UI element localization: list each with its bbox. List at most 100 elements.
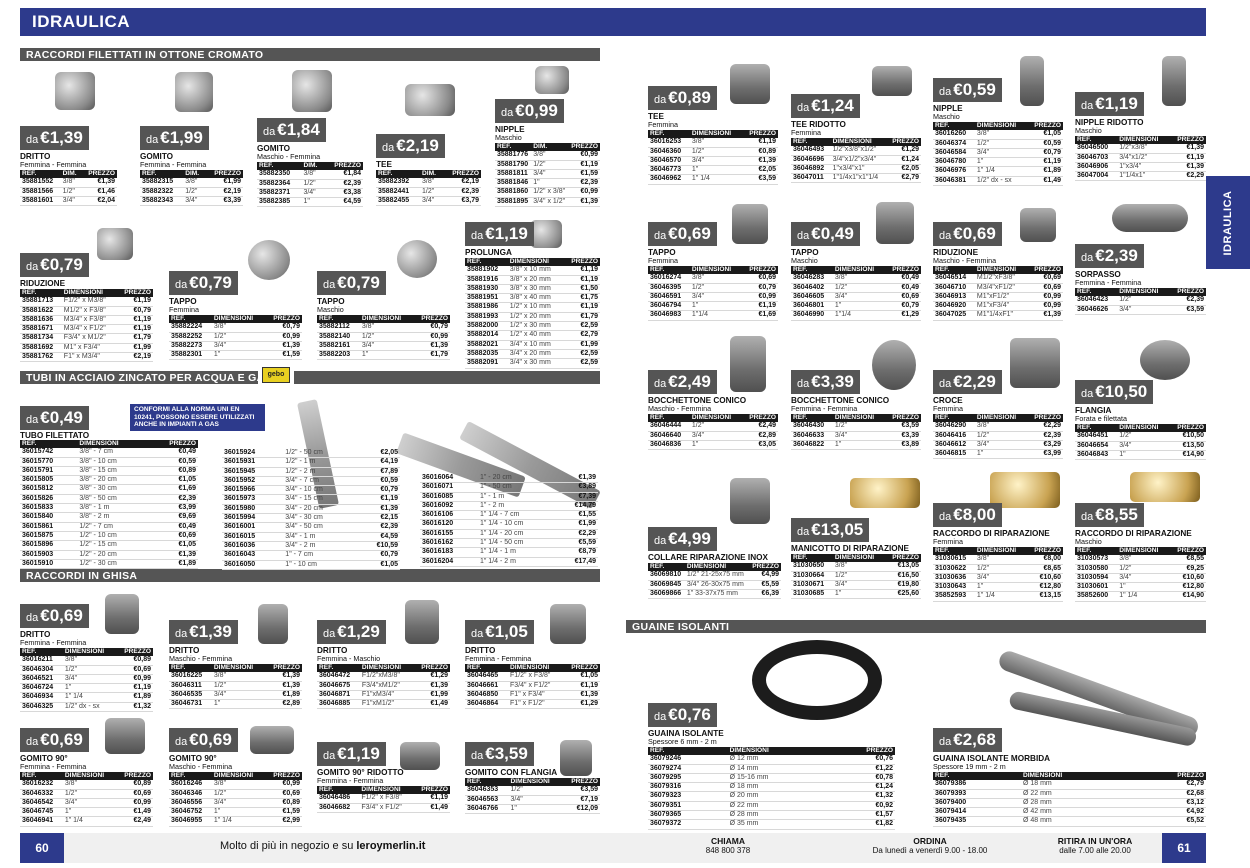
column-header: PREZZO xyxy=(886,138,921,147)
table-cell: €0,69 xyxy=(115,665,153,675)
column-header: DIMENSIONI xyxy=(508,778,562,787)
column-header: DIMENSIONI xyxy=(689,130,742,139)
column-header: DIMENSIONI xyxy=(832,414,885,423)
table-cell: 3/4" - 1 m xyxy=(283,532,356,542)
table-cell: 36016246 xyxy=(169,780,212,790)
column-header: DIMENSIONI xyxy=(1117,424,1170,433)
product-name: NIPPLE xyxy=(495,125,525,134)
product-image xyxy=(732,204,768,244)
price-tag: da€13,05 xyxy=(791,518,870,542)
table-cell: 36046983 xyxy=(648,310,690,321)
table-cell: 1" xyxy=(689,165,742,176)
table-cell: €1,19 xyxy=(1026,157,1063,168)
section-header-tubi: TUBI IN ACCIAIO ZINCATO PER ACQUA E GAS xyxy=(20,371,272,384)
table-cell: €7,39 xyxy=(556,492,598,502)
column-header: PREZZO xyxy=(1169,288,1206,297)
column-header: PREZZO xyxy=(116,289,153,298)
table-cell: 36015826 xyxy=(20,494,78,505)
table-cell: 3/8" xyxy=(60,178,82,188)
table-cell: M1/2" x F3/8" xyxy=(61,306,117,316)
product-image xyxy=(250,726,294,754)
table-cell: €1,39 xyxy=(412,681,450,691)
table-cell: 3/8" - 7 cm xyxy=(77,448,148,458)
table-cell: €1,46 xyxy=(81,187,117,197)
product-image xyxy=(850,478,920,508)
table-cell: 1/2" x 3/8" xyxy=(531,187,569,198)
table-cell: €2,49 xyxy=(115,816,153,827)
column-header: PREZZO xyxy=(205,170,243,179)
table-cell: 31030643 xyxy=(933,582,975,593)
table-cell: 1"x3/4" xyxy=(1117,162,1170,173)
table-cell: 1/2" - 15 cm xyxy=(77,540,148,551)
table-cell: 3/8" - 15 cm xyxy=(77,466,148,477)
column-header: REF. xyxy=(20,170,61,179)
table-cell: 35881860 xyxy=(495,187,532,198)
table-cell: €3,89 xyxy=(884,440,921,451)
column-header: DIMENSIONI xyxy=(62,772,116,781)
table-cell: €0,79 xyxy=(116,306,153,316)
product-image xyxy=(175,72,213,112)
product-subtitle: Femmina xyxy=(791,128,821,137)
table-cell: €2,04 xyxy=(81,196,117,207)
table-cell: €1,39 xyxy=(264,681,302,691)
column-header: REF. xyxy=(1075,136,1118,145)
table-cell: 1/2" - 1 m xyxy=(283,457,356,468)
column-header: REF. xyxy=(140,170,184,179)
product-name: TAPPO xyxy=(169,297,197,306)
table-cell: 3/4" x 10 mm xyxy=(507,340,563,350)
product-image xyxy=(97,228,133,260)
table-cell: 3/8" - 2 m xyxy=(77,512,148,523)
table-cell: 3/4" xyxy=(974,573,1027,584)
table-cell: 3/8" xyxy=(211,323,265,333)
column-header: REF. xyxy=(20,440,78,449)
table-cell: 3/8" xyxy=(832,562,885,572)
table-cell: 36046892 xyxy=(791,164,831,175)
table-cell: Ø 28 mm xyxy=(1020,798,1130,809)
product-subtitle: Maschio xyxy=(495,133,522,142)
table-cell: €1,79 xyxy=(562,312,600,323)
table-cell: 36046934 xyxy=(20,692,63,703)
table-cell: €8,79 xyxy=(556,547,598,558)
table-cell: €2,89 xyxy=(741,431,778,441)
table-cell: 1/2" xyxy=(974,431,1027,441)
website-link[interactable]: leroymerlin.it xyxy=(356,840,426,852)
table-cell: €1,19 xyxy=(741,301,778,312)
table-cell: 1/2" xyxy=(301,179,325,189)
table-cell: 31030636 xyxy=(933,573,975,584)
table-cell: 36046325 xyxy=(20,702,63,713)
product-subtitle: Spessore 6 mm - 2 m xyxy=(648,737,717,746)
column-header: REF. xyxy=(376,170,421,179)
table-cell: €0,79 xyxy=(355,485,400,496)
product-image xyxy=(530,220,562,248)
table-cell: €0,59 xyxy=(147,457,198,467)
table-cell: 35881993 xyxy=(465,312,508,323)
price-tag: da€0,69 xyxy=(20,728,89,752)
table-cell: 36046955 xyxy=(169,816,212,827)
